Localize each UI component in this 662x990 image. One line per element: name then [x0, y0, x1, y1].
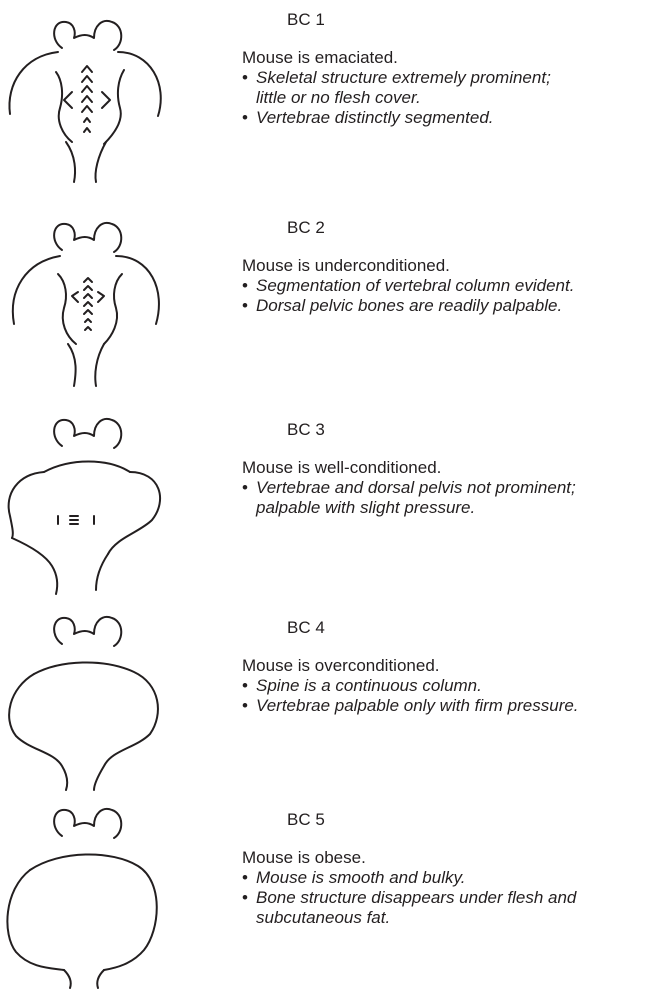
bc-4-bullets: • Spine is a continuous column. • Vertebra…: [242, 676, 579, 716]
bc-1-bullets: • Skeletal structure extremely prominent;…: [242, 68, 551, 128]
bc-2-bullet-1-text: Segmentation of vertebral column evident…: [256, 276, 574, 295]
bc-4-bullet-1: • Spine is a continuous column.: [242, 676, 579, 696]
bc-4-bullet-2: • Vertebrae palpable only with firm press…: [242, 696, 579, 716]
bc-5-description: Mouse is obese.: [242, 848, 366, 868]
bullet-dot: •: [242, 68, 248, 88]
bc-3-bullet-1: • Vertebrae and dorsal pelvis not promine…: [242, 478, 576, 518]
bc-5-label: BC 5: [287, 810, 325, 830]
bc-5-mouse-icon: [0, 810, 230, 990]
bc-5-row: BC 5 Mouse is obese. • Mouse is smooth an…: [0, 810, 662, 990]
bc-4-row: BC 4 Mouse is overconditioned. • Spine is…: [0, 618, 662, 798]
bc-1-bullet-1-text: Skeletal structure extremely prominent; …: [256, 68, 551, 107]
bullet-dot: •: [242, 888, 248, 908]
bullet-dot: •: [242, 276, 248, 296]
bc-4-description: Mouse is overconditioned.: [242, 656, 440, 676]
bc-1-bullet-1: • Skeletal structure extremely prominent;…: [242, 68, 551, 108]
bullet-dot: •: [242, 108, 248, 128]
bc-3-row: BC 3 Mouse is well-conditioned. • Vertebr…: [0, 420, 662, 600]
bc-1-row: BC 1 Mouse is emaciated. • Skeletal struc…: [0, 10, 662, 200]
bc-3-bullet-1-text: Vertebrae and dorsal pelvis not prominen…: [256, 478, 576, 517]
bc-5-bullet-1: • Mouse is smooth and bulky.: [242, 868, 576, 888]
bc-1-bullet-2: • Vertebrae distinctly segmented.: [242, 108, 551, 128]
bc-3-description: Mouse is well-conditioned.: [242, 458, 441, 478]
bc-2-bullet-1: • Segmentation of vertebral column eviden…: [242, 276, 574, 296]
bc-1-description: Mouse is emaciated.: [242, 48, 398, 68]
bc-2-mouse-icon: [0, 218, 230, 398]
bullet-dot: •: [242, 696, 248, 716]
bc-2-bullet-2: • Dorsal pelvic bones are readily palpabl…: [242, 296, 574, 316]
bullet-dot: •: [242, 868, 248, 888]
bc-3-label: BC 3: [287, 420, 325, 440]
bc-5-bullet-2-text: Bone structure disappears under flesh an…: [256, 888, 576, 927]
bc-1-label: BC 1: [287, 10, 325, 30]
bullet-dot: •: [242, 676, 248, 696]
bc-1-bullet-2-text: Vertebrae distinctly segmented.: [256, 108, 494, 127]
bc-4-label: BC 4: [287, 618, 325, 638]
bc-5-bullets: • Mouse is smooth and bulky. • Bone struct…: [242, 868, 576, 928]
bc-5-bullet-2: • Bone structure disappears under flesh a…: [242, 888, 576, 928]
bullet-dot: •: [242, 296, 248, 316]
bc-4-mouse-icon: [0, 618, 230, 798]
bc-2-bullet-2-text: Dorsal pelvic bones are readily palpable…: [256, 296, 562, 315]
bc-5-bullet-1-text: Mouse is smooth and bulky.: [256, 868, 465, 887]
bc-2-label: BC 2: [287, 218, 325, 238]
bc-2-row: BC 2 Mouse is underconditioned. • Segment…: [0, 218, 662, 398]
bullet-dot: •: [242, 478, 248, 498]
bc-3-mouse-icon: [0, 420, 230, 600]
bc-3-bullets: • Vertebrae and dorsal pelvis not promine…: [242, 478, 576, 518]
bc-4-bullet-2-text: Vertebrae palpable only with firm pressu…: [256, 696, 579, 715]
bc-4-bullet-1-text: Spine is a continuous column.: [256, 676, 482, 695]
bc-2-description: Mouse is underconditioned.: [242, 256, 450, 276]
bc-2-bullets: • Segmentation of vertebral column eviden…: [242, 276, 574, 316]
bc-1-mouse-icon: [0, 10, 230, 190]
